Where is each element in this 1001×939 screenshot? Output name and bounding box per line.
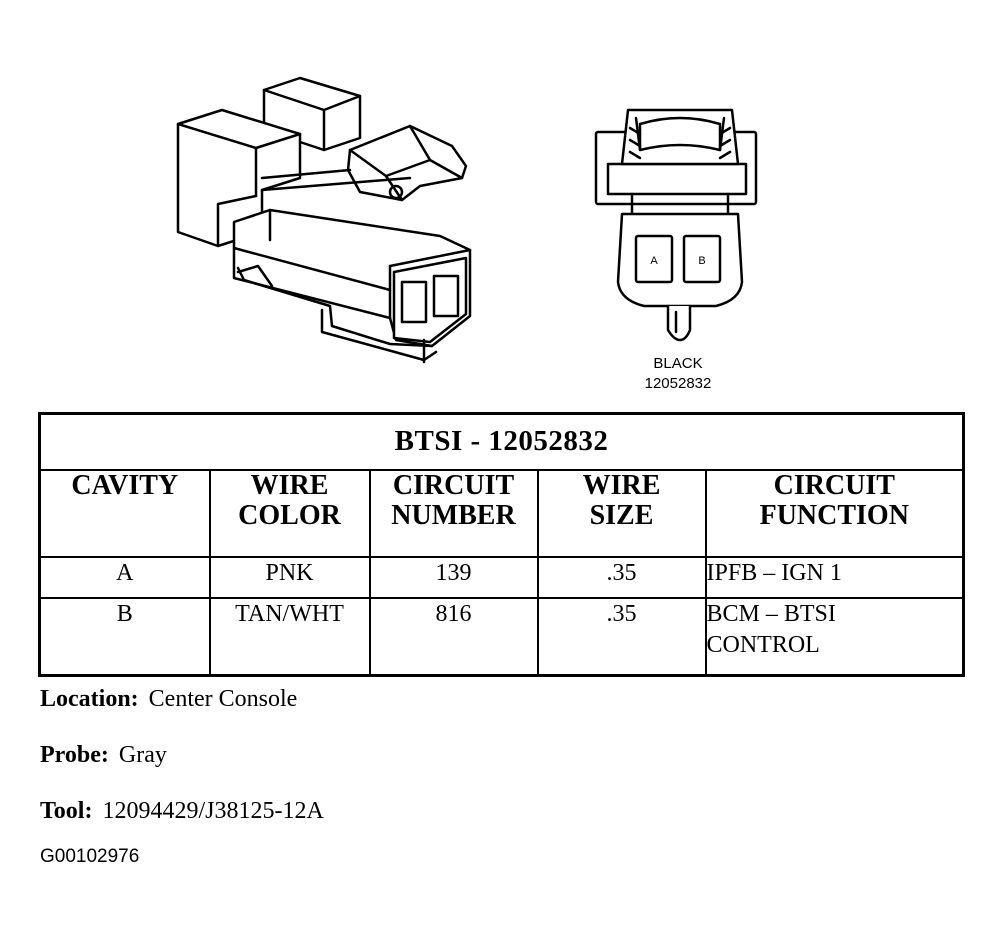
cavity-a-terminal [634, 234, 674, 284]
probe-label: Probe: [40, 742, 109, 768]
tool-label: Tool: [40, 798, 93, 824]
table-title: BTSI - 12052832 [38, 412, 965, 471]
table-row: A PNK 139 .35 IPFB – IGN 1 [38, 555, 965, 600]
cavity-cell: A [38, 555, 211, 600]
header-circuit-number: CIRCUIT NUMBER [368, 468, 539, 558]
header-cavity: CAVITY [38, 468, 211, 558]
cavity-cell: B [38, 597, 211, 677]
circuit-function-cell: BCM – BTSI CONTROL [704, 597, 965, 677]
probe-line: Probe: Gray [40, 742, 167, 769]
wire-size-cell: .35 [536, 555, 707, 600]
header-wire-size: WIRE SIZE [536, 468, 707, 558]
location-line: Location: Center Console [40, 686, 297, 713]
location-label: Location: [40, 686, 139, 712]
connector-color-caption: BLACK [653, 355, 703, 372]
table-row: B TAN/WHT 816 .35 BCM – BTSI CONTROL [38, 597, 965, 677]
figure-id: G00102976 [40, 846, 140, 867]
wire-color-cell: TAN/WHT [208, 597, 371, 677]
probe-value: Gray [118, 742, 167, 768]
connector-isometric-view [176, 76, 472, 364]
pinout-table: BTSI - 12052832 CAVITY WIRE COLOR CIRCUI… [38, 412, 966, 677]
header-circuit-function: CIRCUIT FUNCTION [704, 468, 965, 558]
connector-front-view: A B [594, 108, 758, 342]
cavity-b-terminal [682, 234, 722, 284]
circuit-function-cell: IPFB – IGN 1 [704, 555, 965, 600]
location-value: Center Console [148, 686, 298, 712]
wire-size-cell: .35 [536, 597, 707, 677]
table-title-row: BTSI - 12052832 [38, 412, 965, 471]
wire-color-cell: PNK [208, 555, 371, 600]
connector-part-number-caption: 12052832 [644, 375, 712, 392]
tool-line: Tool: 12094429/J38125-12A [40, 798, 324, 825]
circuit-number-cell: 139 [368, 555, 539, 600]
cavity-b-label: B [698, 255, 705, 267]
header-wire-color: WIRE COLOR [208, 468, 371, 558]
connector-illustrations: A B [176, 76, 758, 364]
circuit-number-cell: 816 [368, 597, 539, 677]
tool-value: 12094429/J38125-12A [102, 798, 324, 824]
table-header-row: CAVITY WIRE COLOR CIRCUIT NUMBER WIRE SI… [38, 468, 965, 558]
cavity-a-label: A [650, 255, 658, 267]
